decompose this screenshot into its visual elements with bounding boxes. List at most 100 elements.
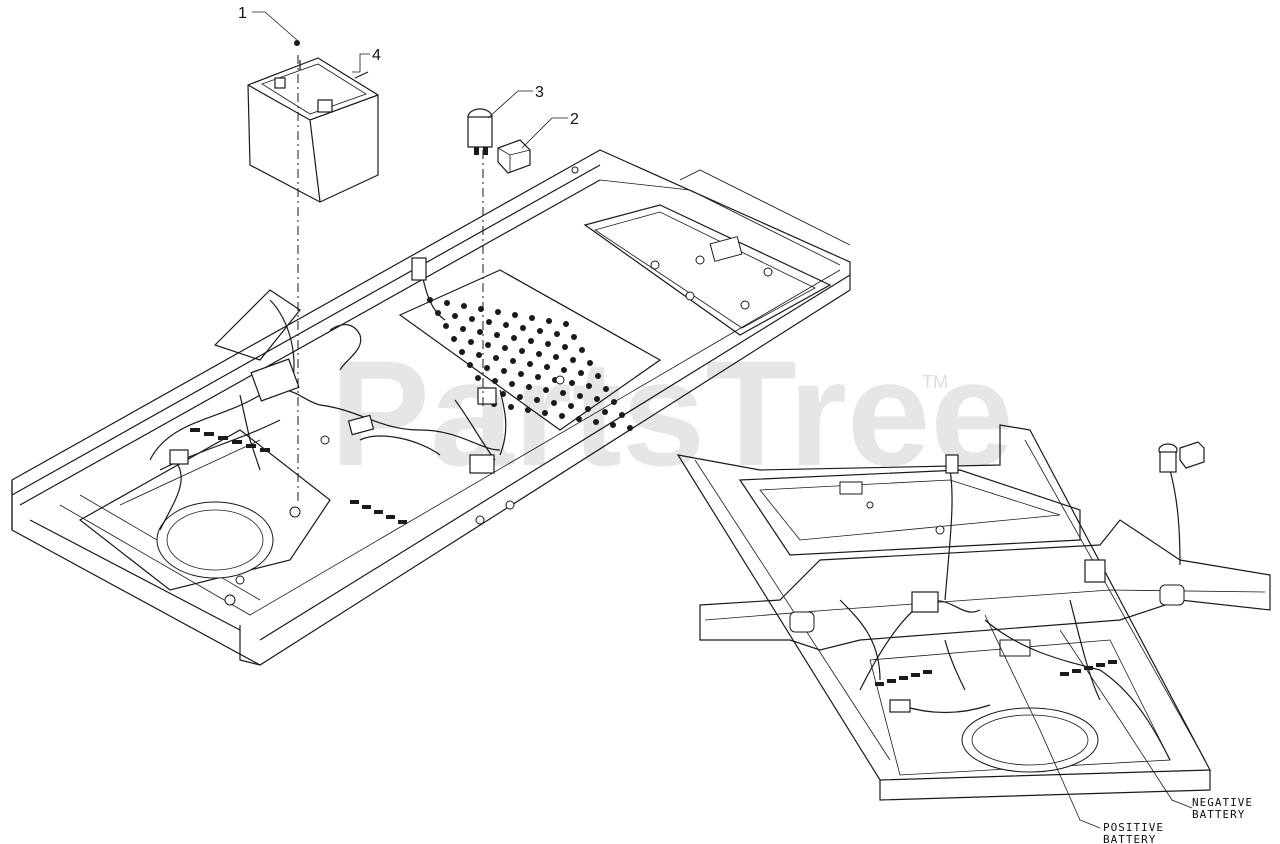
- perforation-hole: [525, 407, 531, 413]
- perforation-hole: [610, 422, 616, 428]
- callout-2-label: 2: [570, 111, 579, 128]
- perforation-hole: [452, 313, 458, 319]
- slot-hole: [260, 448, 270, 452]
- callout-1[interactable]: 1: [238, 5, 300, 46]
- negative-battery-leader: [1059, 629, 1193, 809]
- slot-hole: [1072, 669, 1081, 673]
- slot-hole: [190, 428, 200, 432]
- perforation-hole: [485, 342, 491, 348]
- perforation-hole: [467, 362, 473, 368]
- perforation-hole: [503, 322, 509, 328]
- perforation-hole: [576, 416, 582, 422]
- positive-battery-label: POSITIVE BATTERY: [1103, 821, 1163, 844]
- slot-hole: [386, 515, 395, 519]
- perforation-hole: [460, 326, 466, 332]
- perforation-hole: [519, 348, 525, 354]
- perforation-hole: [553, 354, 559, 360]
- perforation-hole: [534, 397, 540, 403]
- perforation-hole: [477, 329, 483, 335]
- slot-hole: [232, 440, 242, 444]
- perforation-hole: [594, 396, 600, 402]
- slot-holes: [190, 428, 407, 524]
- perforation-hole: [542, 410, 548, 416]
- perforation-hole: [517, 394, 523, 400]
- negative-battery-label-line2: BATTERY: [1192, 808, 1245, 821]
- perforation-hole: [511, 335, 517, 341]
- perforation-hole: [493, 355, 499, 361]
- detail-frame: [676, 424, 1271, 801]
- perforation-hole: [603, 386, 609, 392]
- perforation-hole: [512, 312, 518, 318]
- perforation-hole: [484, 365, 490, 371]
- perforation-hole: [577, 393, 583, 399]
- slot-hole: [923, 670, 932, 674]
- perforation-hole: [571, 334, 577, 340]
- perforation-hole: [585, 406, 591, 412]
- perforation-hole: [595, 373, 601, 379]
- slot-hole: [875, 682, 884, 686]
- callout-1-label: 1: [238, 5, 247, 22]
- perforation-hole: [619, 412, 625, 418]
- watermark-trademark: TM: [922, 372, 948, 392]
- perforation-hole: [627, 425, 633, 431]
- perforation-hole: [535, 374, 541, 380]
- perforation-hole: [562, 344, 568, 350]
- perforation-hole: [526, 384, 532, 390]
- relay-icon[interactable]: [497, 139, 531, 174]
- perforation-hole: [444, 300, 450, 306]
- slot-hole: [350, 500, 359, 504]
- perforation-hole: [459, 349, 465, 355]
- perforation-hole: [461, 303, 467, 309]
- perforation-hole: [543, 387, 549, 393]
- slot-hole: [1060, 672, 1069, 676]
- perforation-hole: [563, 321, 569, 327]
- positive-battery-leader: [984, 614, 1101, 829]
- perforation-hole: [527, 361, 533, 367]
- perforation-hole: [569, 380, 575, 386]
- wire-harness-detail: [839, 441, 1205, 761]
- callout-3-label: 3: [535, 84, 544, 101]
- slot-hole: [887, 679, 896, 683]
- perforation-hole: [528, 338, 534, 344]
- perforation-hole: [611, 399, 617, 405]
- perforation-hole: [559, 413, 565, 419]
- callout-2[interactable]: 2: [521, 111, 579, 149]
- perforation-hole: [578, 370, 584, 376]
- callout-3[interactable]: 3: [487, 84, 544, 119]
- perforation-hole: [518, 371, 524, 377]
- slot-hole: [374, 510, 383, 514]
- slot-holes-detail: [875, 660, 1117, 686]
- callout-4-label: 4: [372, 47, 381, 64]
- perforation-hole: [544, 364, 550, 370]
- perforation-hole: [486, 319, 492, 325]
- perforation-hole: [561, 367, 567, 373]
- perforation-hole: [554, 331, 560, 337]
- perforation-hole: [545, 341, 551, 347]
- callout-4[interactable]: 4: [352, 47, 381, 73]
- perforation-hole: [510, 358, 516, 364]
- slot-hole: [899, 676, 908, 680]
- slot-hole: [911, 673, 920, 677]
- perforation-hole: [560, 390, 566, 396]
- perforation-hole: [546, 318, 552, 324]
- perforation-hole: [508, 404, 514, 410]
- perforation-hole: [579, 347, 585, 353]
- slot-hole: [1108, 660, 1117, 664]
- wire-harness-left: [149, 257, 507, 531]
- negative-battery-label-line1: NEGATIVE: [1192, 796, 1253, 809]
- slot-hole: [398, 520, 407, 524]
- negative-battery-label: NEGATIVE BATTERY: [1192, 796, 1253, 821]
- perforation-hole: [551, 400, 557, 406]
- perforation-hole: [451, 336, 457, 342]
- perforation-hole: [568, 403, 574, 409]
- perforation-hole: [520, 325, 526, 331]
- battery-icon[interactable]: [247, 57, 379, 203]
- ignition-switch-icon[interactable]: [467, 108, 493, 155]
- perforation-hole: [475, 375, 481, 381]
- perforation-hole: [469, 316, 475, 322]
- perforation-hole: [587, 360, 593, 366]
- slot-hole: [246, 444, 256, 448]
- main-frame: [11, 149, 851, 666]
- perforation-hole: [509, 381, 515, 387]
